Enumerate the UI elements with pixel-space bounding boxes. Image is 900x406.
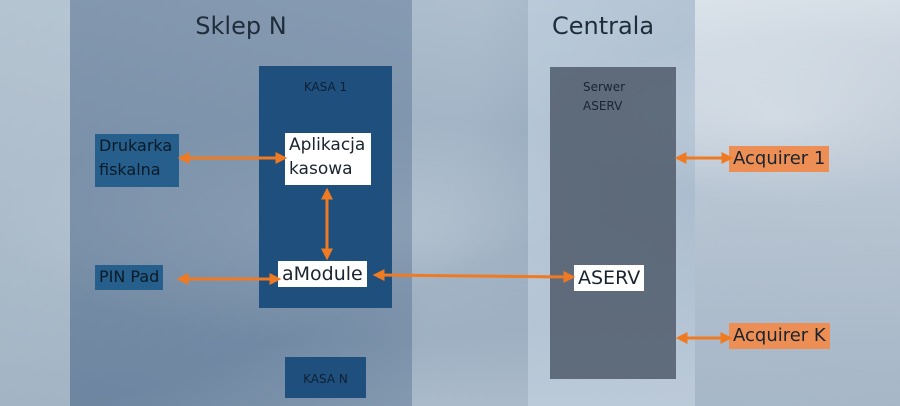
pin-pad-node: PIN Pad xyxy=(95,265,164,290)
acquirer-1-node: Acquirer 1 xyxy=(729,146,830,172)
background-left-band xyxy=(0,0,70,406)
arrow-amodule-aserv xyxy=(372,269,576,283)
kasa-n-label: KASA N xyxy=(303,372,348,386)
fiscal-printer-line2: fiskalna xyxy=(99,160,161,179)
fiscal-printer-node: Drukarka fiskalna xyxy=(95,134,179,187)
headquarters-title: Centrala xyxy=(551,12,655,40)
server-box xyxy=(550,67,676,379)
kasa-1-label: KASA 1 xyxy=(303,80,348,94)
store-title: Sklep N xyxy=(195,12,287,40)
fiscal-printer-line1: Drukarka xyxy=(99,136,173,155)
server-label: Serwer ASERV xyxy=(583,78,625,116)
cash-application-node: Aplikacja kasowa xyxy=(285,133,371,185)
cash-application-line2: kasowa xyxy=(289,159,353,179)
cash-application-line1: Aplikacja xyxy=(289,135,366,155)
acquirer-k-node: Acquirer K xyxy=(729,323,830,349)
server-label-line2: ASERV xyxy=(583,99,623,113)
aserv-node: ASERV xyxy=(574,265,645,291)
kasa-n-box xyxy=(285,357,366,398)
amodule-node: aModule xyxy=(278,261,367,287)
server-label-line1: Serwer xyxy=(583,80,626,94)
